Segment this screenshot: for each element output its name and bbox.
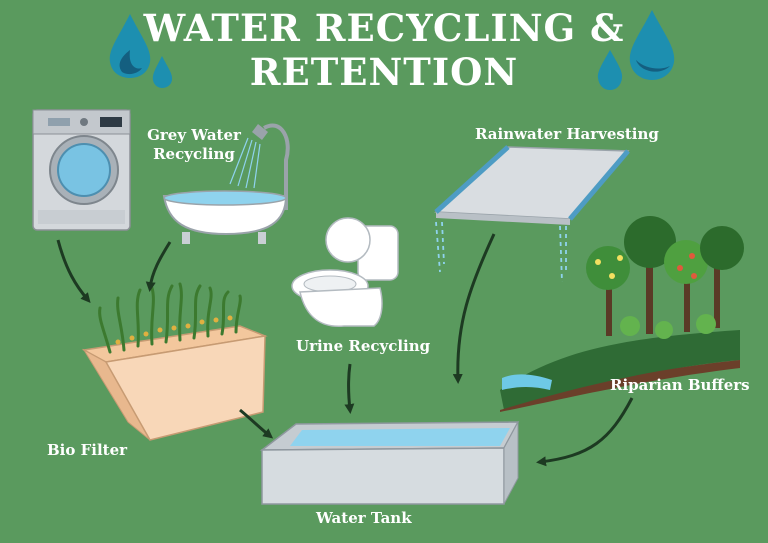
urine-recycling-label: Urine Recycling xyxy=(296,337,431,355)
water-drop-icon xyxy=(152,56,173,88)
bio-filter-label: Bio Filter xyxy=(47,441,128,459)
riparian-trees-icon xyxy=(500,216,744,412)
roof-panel-icon xyxy=(434,145,630,283)
page-title-line-2: RETENTION xyxy=(249,50,519,94)
grey-water-label-line-1: Grey Water xyxy=(147,126,241,144)
water-tank-icon xyxy=(259,421,520,505)
bio-filter-planter-icon xyxy=(81,282,268,441)
flow-arrows xyxy=(56,233,634,467)
water-drop-icon xyxy=(597,50,623,90)
bathtub-icon xyxy=(162,123,290,244)
riparian-buffers-label: Riparian Buffers xyxy=(610,376,750,394)
grey-water-label: Grey Water Recycling xyxy=(140,126,248,164)
grey-water-label-line-2: Recycling xyxy=(153,145,235,163)
toilet-icon xyxy=(291,217,399,327)
water-drop-icon xyxy=(629,10,675,80)
water-drop-icon xyxy=(109,14,151,78)
page-title-line-1: WATER RECYCLING & xyxy=(143,6,625,50)
water-tank-label: Water Tank xyxy=(316,509,412,527)
washing-machine-icon xyxy=(32,109,131,231)
rainwater-harvesting-label: Rainwater Harvesting xyxy=(475,125,659,143)
